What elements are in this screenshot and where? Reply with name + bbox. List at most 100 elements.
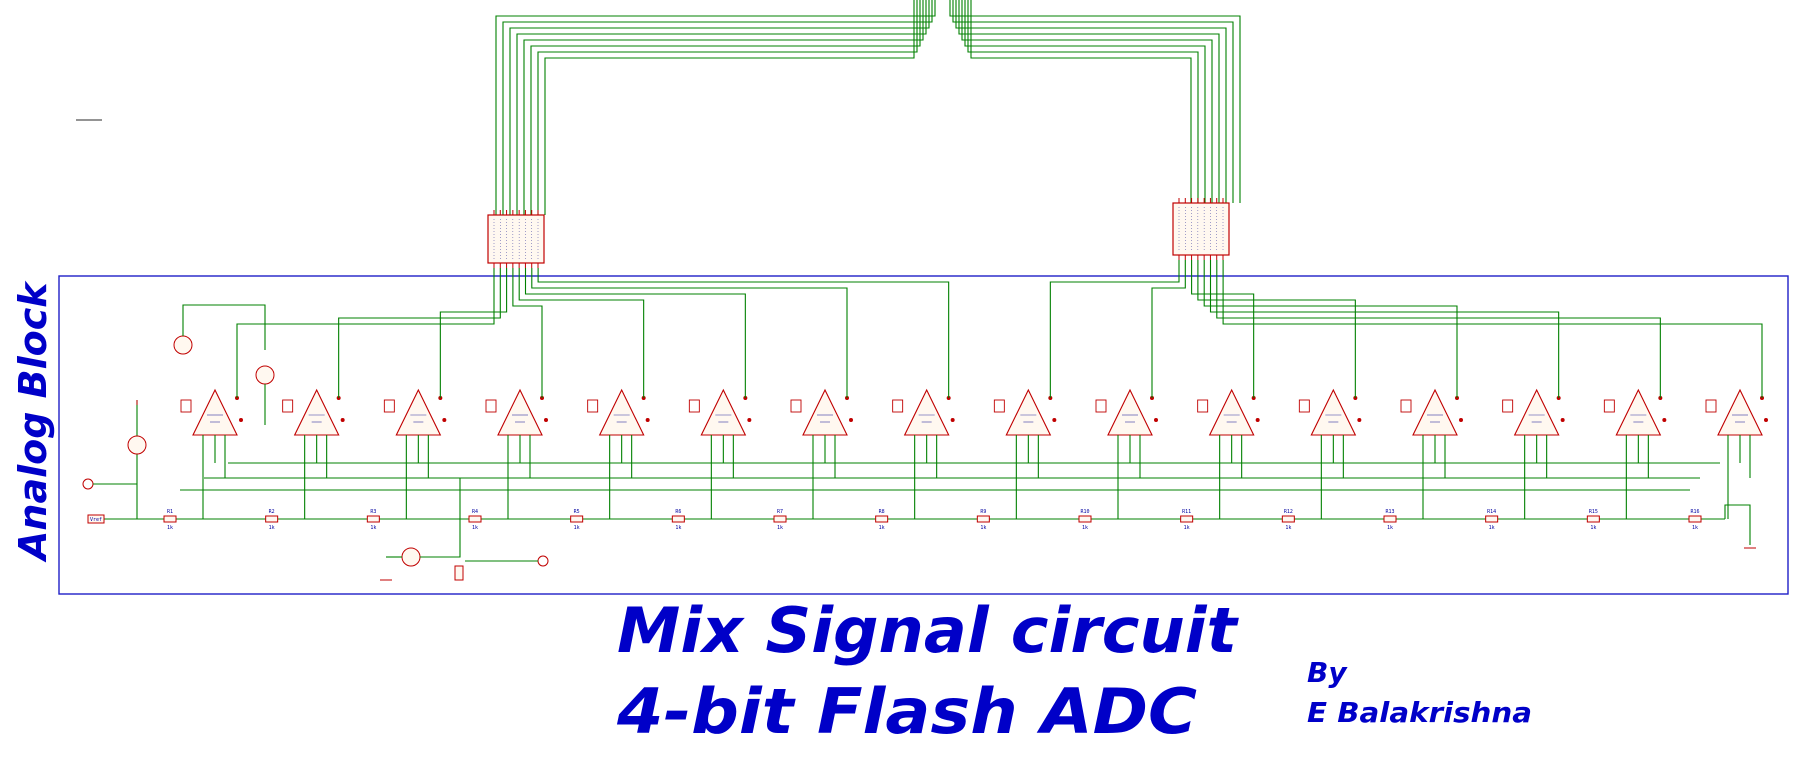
resistor-value: 1k [1489, 525, 1495, 531]
pin-dot [1662, 418, 1667, 422]
resistor-value: 1k [167, 525, 173, 531]
comparator-symbol [903, 388, 950, 436]
wire [509, 0, 930, 215]
feedback-part [587, 399, 599, 413]
resistor-label: R2 [269, 509, 275, 515]
schematic-title-line2: 4-bit Flash ADC [616, 675, 1197, 748]
comparator-symbol [1717, 388, 1763, 436]
wire [236, 268, 495, 398]
wire [1197, 260, 1356, 398]
resistor-value: 1k [1387, 525, 1393, 531]
feedback-part [1197, 399, 1209, 413]
ladder-resistor [671, 515, 685, 523]
voltage-source [127, 435, 147, 455]
wire [1724, 504, 1751, 545]
ladder-resistor [1383, 515, 1397, 523]
wire [1049, 260, 1180, 398]
ladder-resistor [773, 515, 787, 523]
wire [96, 400, 138, 520]
pin-dot [1459, 418, 1463, 422]
feedback-part [1400, 399, 1412, 413]
pin-dot [950, 418, 955, 422]
wire [182, 304, 266, 350]
voltage-source [255, 365, 275, 385]
comparator-14: R14 1k [1209, 260, 1565, 531]
feedback-part [892, 399, 904, 413]
wire [967, 0, 1199, 203]
ladder-resistor [1281, 515, 1295, 523]
schematic-title-line1: Mix Signal circuit [617, 594, 1239, 667]
comparator-symbol [1005, 388, 1052, 436]
wire [958, 0, 1220, 203]
wire [537, 0, 918, 215]
pin-dot [1052, 418, 1057, 422]
comparator-2: R2 1k [265, 268, 501, 531]
top-bus-wires [495, 0, 1241, 215]
feedback-part [1603, 399, 1615, 413]
comparator-symbol [598, 388, 645, 436]
wire [1209, 260, 1560, 398]
pin-dot [442, 418, 447, 422]
wire [512, 268, 543, 398]
comparator-13: R13 1k [1203, 260, 1463, 531]
author-by: By [1307, 656, 1348, 689]
vref-label: Vref [90, 517, 102, 523]
wire [531, 268, 848, 398]
resistor-label: R1 [167, 509, 173, 515]
comparator-symbol [1412, 388, 1458, 436]
wire [530, 0, 921, 215]
comparator-symbol [497, 388, 543, 436]
resistor-label: R13 [1385, 509, 1394, 515]
comparator-symbol [1208, 388, 1255, 436]
resistor-value: 1k [675, 525, 681, 531]
ladder-resistor [1586, 515, 1600, 523]
wire [420, 478, 461, 558]
voltage-source [173, 335, 193, 355]
sine-source [401, 547, 421, 567]
comparator-1: R1 1k [163, 268, 495, 531]
wire [1216, 260, 1661, 398]
feedback-part [1095, 399, 1107, 413]
output-port [537, 555, 549, 567]
resistor-value: 1k [1184, 525, 1190, 531]
wire [495, 0, 936, 215]
comparator-symbol [802, 388, 848, 436]
logic-ics [487, 198, 1230, 268]
feedback-part [1705, 399, 1717, 413]
pin-dot [1764, 418, 1768, 422]
resistor-value: 1k [1285, 525, 1291, 531]
pin-dot [1255, 418, 1260, 422]
comparator-symbol [1513, 388, 1560, 436]
pin-dot [1357, 418, 1362, 422]
pin-dot [849, 418, 853, 422]
resistor-label: R11 [1182, 509, 1191, 515]
resistor-label: R3 [370, 509, 376, 515]
wire [502, 0, 933, 215]
wire [338, 268, 501, 398]
wire [970, 0, 1192, 203]
ladder-resistor [1485, 515, 1499, 523]
feedback-part [1502, 399, 1514, 413]
resistor-label: R14 [1487, 509, 1496, 515]
comparator-symbol [395, 388, 442, 436]
analog-block-frame [58, 275, 1789, 595]
wire [961, 0, 1213, 203]
resistor-label: R10 [1080, 509, 1089, 515]
resistor-label: R5 [574, 509, 580, 515]
resistor-value: 1k [777, 525, 783, 531]
wire [518, 268, 645, 398]
feedback-part [485, 399, 497, 413]
input-port [82, 478, 94, 490]
resistor-value: 1k [269, 525, 275, 531]
resistor-value: 1k [980, 525, 986, 531]
feedback-part [790, 399, 802, 413]
ladder-resistor [366, 515, 380, 523]
comparator-symbol [192, 388, 238, 436]
wire [955, 0, 1227, 203]
